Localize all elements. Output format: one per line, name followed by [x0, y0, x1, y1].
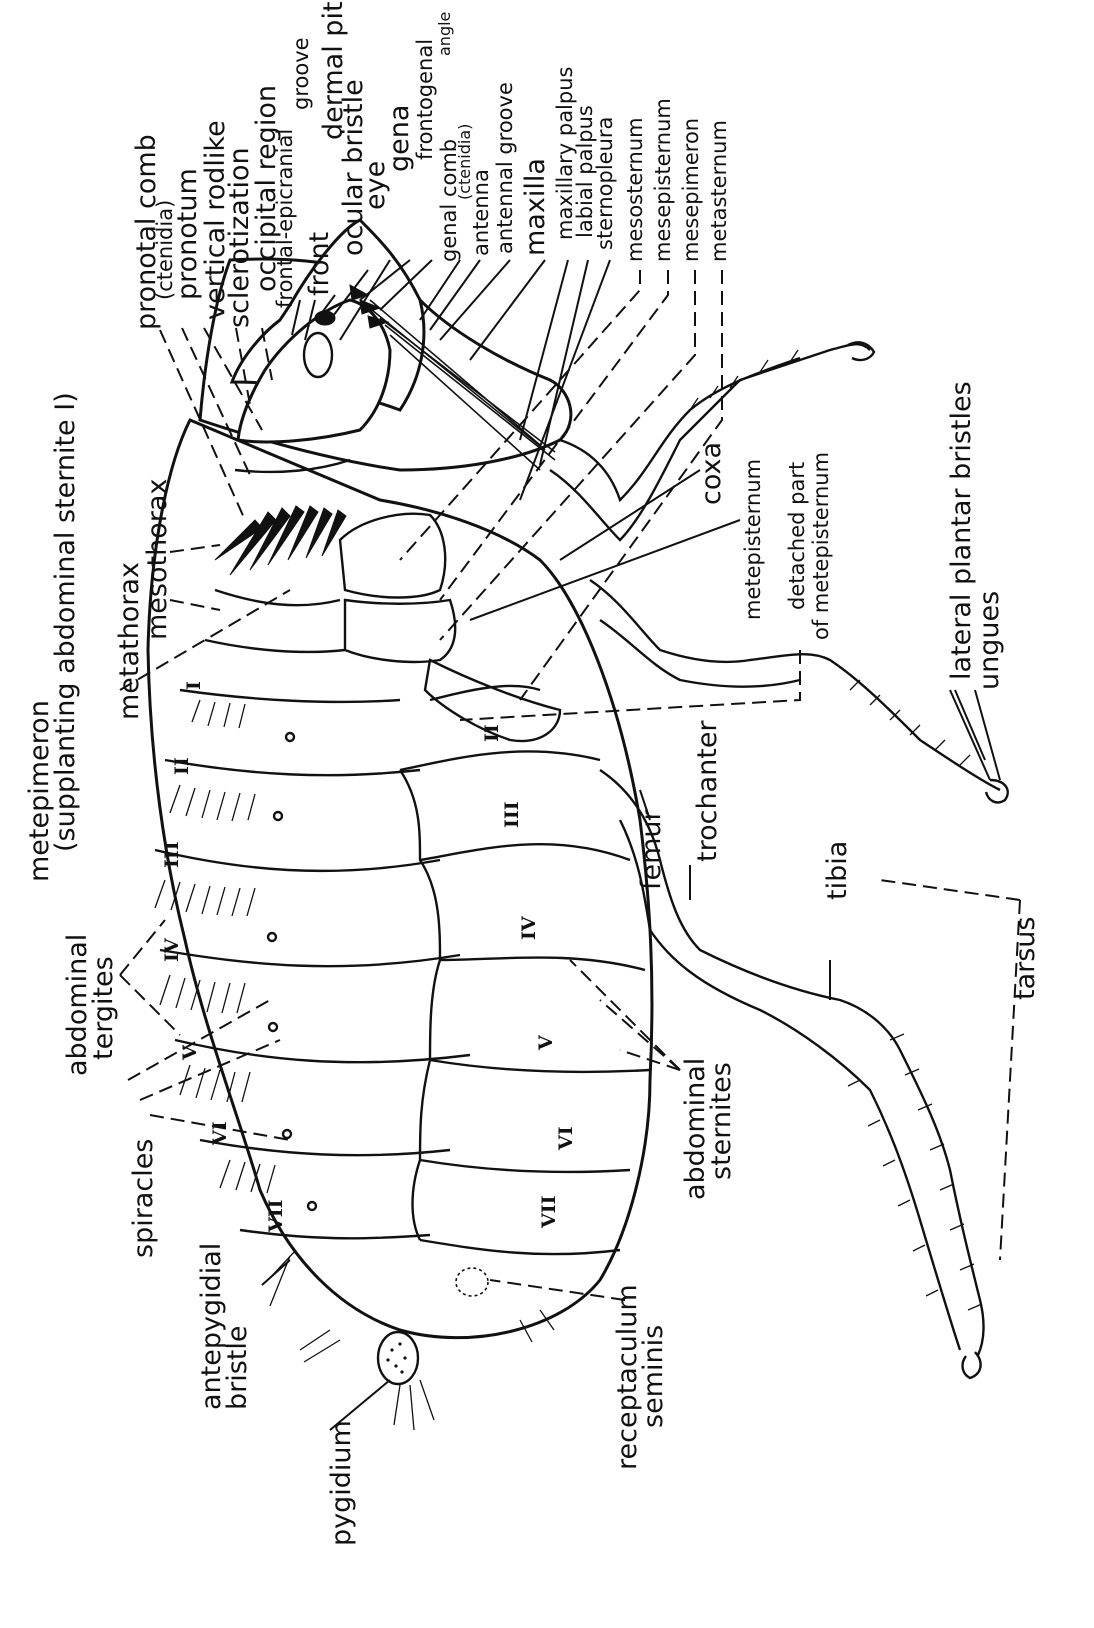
- label-bristle: bristle: [222, 1325, 253, 1410]
- abdomen-outline: [148, 420, 652, 1338]
- label-groove: groove: [289, 37, 313, 110]
- label-metathorax: metathorax: [114, 562, 145, 720]
- label-coxa: coxa: [696, 442, 727, 505]
- tergite-numeral-1: I: [183, 681, 205, 690]
- label-metepisternum: metepisternum: [741, 459, 765, 620]
- label-mesosternum: mesosternum: [623, 117, 647, 262]
- sternite-numeral-6: VI: [555, 1126, 577, 1151]
- label-metasternum: metasternum: [707, 120, 731, 262]
- sternite-numeral-7: VII: [538, 1195, 560, 1229]
- sternite-numeral-2: II: [481, 724, 503, 742]
- tergite-numeral-2: II: [171, 757, 193, 775]
- label-pronotum: pronotum: [172, 168, 203, 300]
- label-mesepisternum: mesepisternum: [651, 98, 675, 262]
- sternite-numeral-4: IV: [518, 915, 540, 940]
- label-lateral-plantar: lateral plantar bristles: [946, 381, 977, 680]
- label-angle: angle: [435, 12, 454, 56]
- label-maxilla: maxilla: [520, 158, 551, 256]
- pygidium-plate: [378, 1332, 418, 1384]
- label-femur: femur: [636, 808, 667, 890]
- label-front: front: [304, 232, 335, 296]
- label-spiracles: spiracles: [128, 1139, 159, 1258]
- label-abdominal-sternites-2: sternites: [706, 1062, 737, 1180]
- label-of-metepisternum: of metepisternum: [809, 452, 833, 640]
- label-gena: gena: [384, 105, 415, 172]
- sternite-numeral-5: V: [535, 1034, 557, 1051]
- label-antennal-groove: antennal groove: [493, 82, 517, 254]
- label-seminis: seminis: [638, 1325, 669, 1428]
- label-detached-part: detached part: [785, 462, 809, 610]
- tergite-numeral-5: V: [179, 1044, 201, 1061]
- label-mesothorax: mesothorax: [142, 479, 173, 640]
- pygidium-dots: [386, 1342, 406, 1373]
- label-supplanting: (supplanting abdominal sternite I): [50, 392, 81, 852]
- tergite-numeral-6: VI: [209, 1121, 231, 1146]
- label-tarsus: tarsus: [1010, 917, 1041, 1000]
- sternite-numeral-3: III: [501, 801, 523, 828]
- label-pygidium: pygidium: [326, 1420, 357, 1546]
- middle-leg: [590, 580, 1000, 790]
- label-ungues: ungues: [974, 591, 1005, 690]
- label-sternopleura: sternopleura: [593, 117, 617, 250]
- tergite-numeral-3: III: [161, 841, 183, 868]
- tergite-numeral-4: IV: [161, 937, 183, 962]
- label-abdominal-tergites-2: tergites: [88, 956, 119, 1060]
- label-mesepimeron: mesepimeron: [679, 118, 703, 262]
- label-trochanter: trochanter: [692, 720, 723, 862]
- tergite-numeral-7: VII: [265, 1199, 287, 1233]
- label-tibia: tibia: [822, 841, 853, 900]
- label-frontal-epicranial: frontal-epicranial: [273, 129, 297, 308]
- label-frontogenal: frontogenal: [413, 39, 437, 160]
- label-antenna: antenna: [469, 169, 493, 256]
